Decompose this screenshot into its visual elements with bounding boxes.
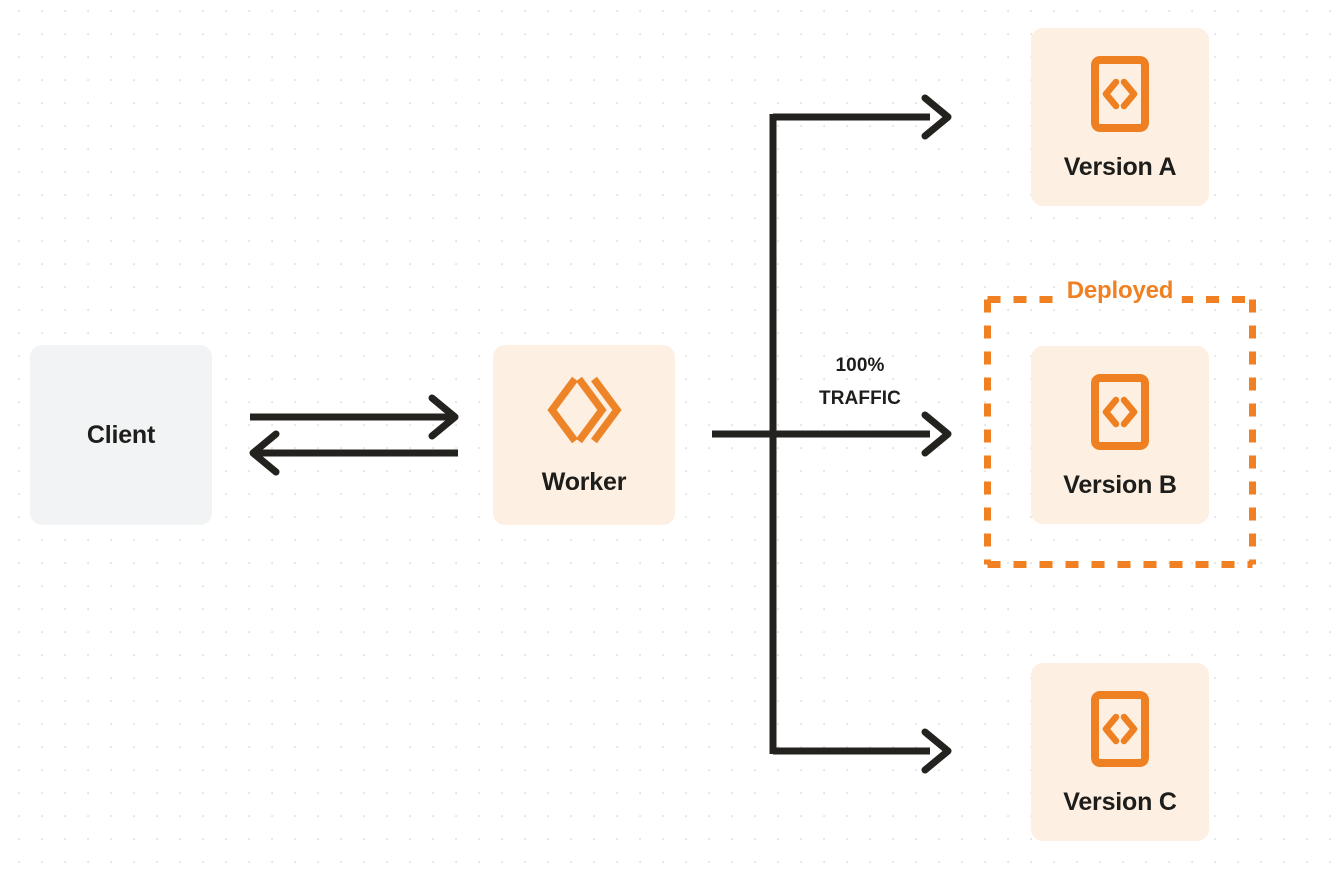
version-c-node-label: Version C xyxy=(1063,788,1177,816)
worker-node-label: Worker xyxy=(541,468,627,496)
code-file-icon xyxy=(1091,691,1149,772)
version-a-node-label: Version A xyxy=(1063,153,1177,181)
version-c-node[interactable]: Version C xyxy=(1031,663,1209,841)
traffic-label: 100% TRAFFIC xyxy=(790,350,930,415)
traffic-word-text: TRAFFIC xyxy=(819,387,901,409)
client-node[interactable]: Client xyxy=(30,345,212,525)
code-file-icon xyxy=(1091,56,1149,137)
edge-spine-to-version-b xyxy=(773,411,952,457)
edge-client-to-worker-request xyxy=(250,394,459,440)
worker-node[interactable]: Worker xyxy=(493,345,675,525)
version-a-node[interactable]: Version A xyxy=(1031,28,1209,206)
version-b-node[interactable]: Version B xyxy=(1031,346,1209,524)
traffic-percent-text: 100% xyxy=(835,355,885,376)
version-b-node-label: Version B xyxy=(1063,471,1177,499)
edge-spine-to-version-c xyxy=(773,728,952,774)
client-node-label: Client xyxy=(86,420,156,449)
edge-worker-to-client-response xyxy=(249,430,458,476)
code-file-icon xyxy=(1091,374,1149,455)
cloudflare-workers-logo-icon xyxy=(545,371,623,454)
edge-spine-to-version-a xyxy=(773,94,952,140)
